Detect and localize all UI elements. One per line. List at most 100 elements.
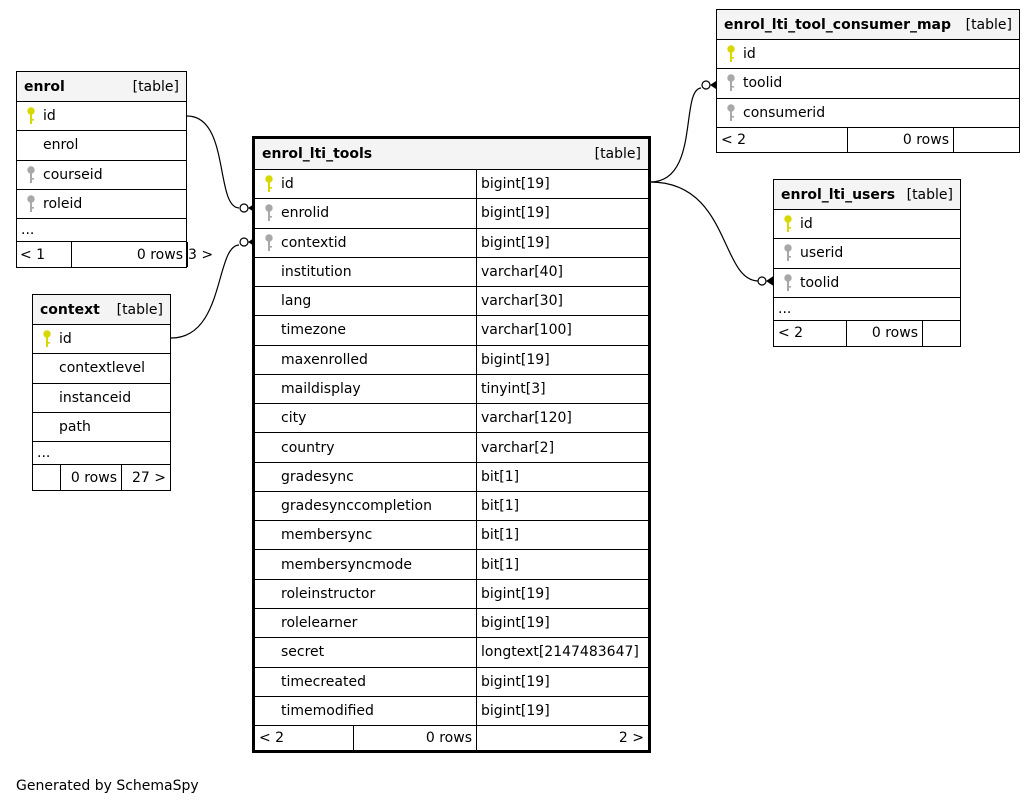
primary-key-icon — [264, 175, 274, 193]
row-count[interactable]: 0 rows — [353, 726, 476, 751]
column-row: enrol — [17, 130, 186, 159]
column-name: id — [800, 216, 813, 233]
foreign-key-icon — [264, 233, 274, 252]
row-count[interactable]: 0 rows — [846, 320, 922, 346]
table-header: enrol_lti_users [table] — [774, 180, 960, 209]
column-name: contextid — [281, 234, 347, 251]
column-row: id — [17, 101, 186, 130]
column-row: id — [774, 209, 960, 238]
column-name: userid — [800, 245, 844, 262]
column-type: bigint[19] — [476, 345, 648, 374]
table-kind-label: [table] — [906, 186, 953, 203]
column-row: instanceid — [33, 382, 170, 412]
table-enrol-lti-tool-consumer-map: enrol_lti_tool_consumer_map [table] id tool… — [716, 9, 1020, 153]
more-columns-row: ... — [33, 441, 170, 464]
column-name: rolelearner — [281, 615, 358, 632]
column-name: contextlevel — [59, 360, 146, 377]
column-type: bit[1] — [476, 491, 648, 521]
generated-by-note: Generated by SchemaSpy — [16, 778, 199, 794]
column-type: bigint[19] — [476, 228, 648, 257]
column-name: timecreated — [281, 673, 366, 690]
column-type: bit[1] — [476, 550, 648, 579]
row-count[interactable]: 0 rows — [71, 242, 187, 268]
crowfoot-toolid-users — [757, 275, 775, 287]
column-name: enrolid — [281, 205, 330, 222]
column-name: maxenrolled — [281, 351, 368, 368]
table-header: enrol[table] — [17, 72, 186, 101]
column-type: varchar[40] — [476, 257, 648, 287]
parent-count[interactable]: < 2 — [721, 131, 747, 148]
column-row: id — [33, 324, 170, 353]
foreign-key-icon — [26, 195, 36, 213]
table-name: enrol_lti_tools — [262, 146, 373, 162]
column-name: id — [281, 176, 294, 193]
parent-count[interactable]: < 2 — [259, 730, 285, 747]
column-row: roleid — [17, 188, 186, 218]
column-type: bit[1] — [476, 462, 648, 491]
column-name: id — [43, 108, 56, 125]
child-count[interactable]: 2 > — [476, 726, 648, 751]
link-context-to-tools — [170, 244, 240, 339]
column-name: membersyncmode — [281, 556, 412, 573]
column-type: bigint[19] — [476, 170, 648, 199]
table-kind-label: [table] — [116, 301, 163, 318]
column-name: institution — [281, 263, 352, 280]
column-row: path — [33, 411, 170, 441]
foreign-key-icon — [726, 74, 736, 92]
table-footer: < 2 0 rows — [774, 319, 960, 346]
child-count[interactable]: 27 > — [121, 465, 170, 491]
table-name: enrol_lti_tool_consumer_map — [724, 16, 952, 33]
table-kind-label: [table] — [594, 146, 641, 162]
column-row: timemodified bigint[19] — [255, 695, 648, 726]
column-name: country — [281, 439, 335, 456]
row-count[interactable]: 0 rows — [847, 127, 953, 152]
column-row: toolid — [717, 68, 1019, 97]
column-name: id — [743, 46, 756, 63]
more-columns-row: ... — [17, 218, 186, 241]
foreign-key-icon — [783, 274, 793, 292]
parent-count[interactable]: < 1 — [20, 246, 46, 263]
child-count[interactable] — [953, 127, 1019, 152]
table-context: context [table] id contextlevel instanceid pa… — [32, 294, 171, 492]
table-kind-label: [table] — [965, 16, 1012, 33]
row-count[interactable]: 0 rows — [60, 465, 121, 491]
column-name: lang — [281, 293, 312, 310]
column-type: varchar[30] — [476, 287, 648, 316]
column-name: instanceid — [59, 389, 132, 406]
column-name: timemodified — [281, 702, 374, 719]
column-type: varchar[100] — [476, 316, 648, 345]
table-header: context [table] — [33, 295, 170, 324]
column-name: enrol — [43, 137, 79, 154]
column-name: gradesync — [281, 468, 354, 485]
column-name: maildisplay — [281, 380, 361, 397]
link-tools-to-consumer-map — [649, 87, 702, 183]
table-name: enrol_lti_users — [781, 186, 896, 203]
table-name: enrol — [24, 78, 65, 95]
parent-count[interactable] — [32, 465, 60, 490]
table-footer: < 2 0 rows — [717, 126, 1019, 152]
parent-count[interactable]: < 2 — [778, 325, 804, 342]
column-row: gradesync bit[1] — [255, 461, 648, 491]
child-count[interactable]: 3 > — [187, 242, 217, 268]
column-type: tinyint[3] — [476, 374, 648, 404]
table-name: context — [40, 301, 100, 318]
column-type: bigint[19] — [476, 667, 648, 696]
primary-key-icon — [26, 107, 36, 125]
foreign-key-icon — [726, 104, 736, 122]
column-row: toolid — [774, 267, 960, 297]
child-count[interactable] — [922, 320, 960, 346]
column-name: toolid — [743, 75, 783, 92]
column-type: bigint[19] — [476, 696, 648, 726]
foreign-key-icon — [26, 166, 36, 184]
